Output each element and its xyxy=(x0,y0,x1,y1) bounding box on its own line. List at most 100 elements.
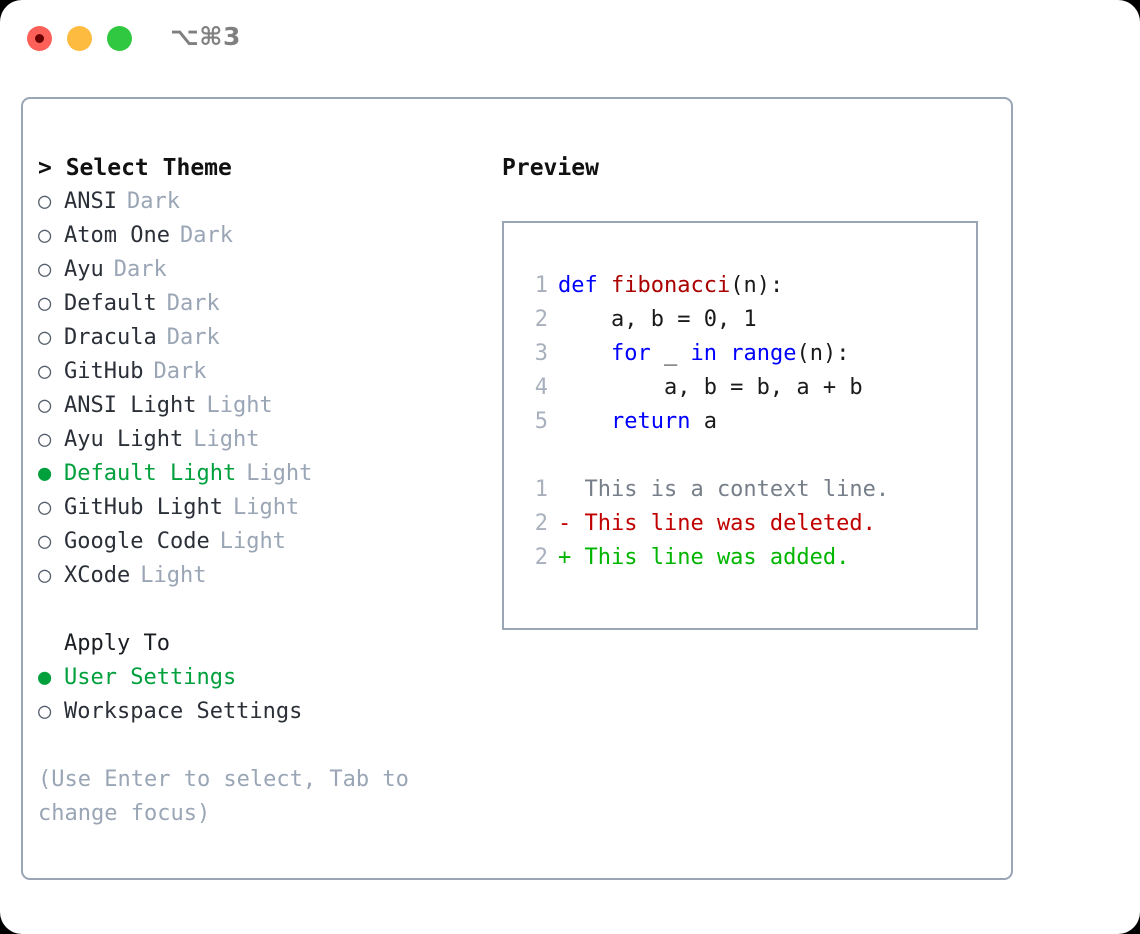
window-titlebar: ⌥⌘3 xyxy=(0,0,1140,78)
code-line: 3 for _ in range(n): xyxy=(520,337,968,371)
code-token: fibonacci xyxy=(610,273,731,298)
code-line-number: 2 xyxy=(534,307,548,332)
code-line-content: def fibonacci(n): xyxy=(558,269,783,303)
diff-line-number: 2 xyxy=(534,545,548,570)
code-line: 1 def fibonacci(n): xyxy=(520,269,968,303)
theme-list-item[interactable]: ○ Ayu Light Light xyxy=(38,423,498,457)
theme-variant-tag: Light xyxy=(193,427,260,452)
theme-name-label: Ayu Light xyxy=(64,427,184,452)
code-token: def xyxy=(558,273,611,298)
radio-unselected-icon: ○ xyxy=(38,495,52,520)
code-line-content: a, b = b, a + b xyxy=(558,371,863,405)
theme-list-item[interactable]: ○ GitHub Light Light xyxy=(38,491,498,525)
keyboard-hint-text: (Use Enter to select, Tab to change focu… xyxy=(38,767,423,826)
diff-line: 1 This is a context line. xyxy=(520,473,968,507)
close-window-icon[interactable] xyxy=(27,26,52,51)
theme-name-label: Default Light xyxy=(64,461,237,486)
code-token: range xyxy=(730,341,797,366)
code-token: for xyxy=(610,341,651,366)
theme-variant-tag: Light xyxy=(219,529,286,554)
radio-selected-icon: ● xyxy=(38,665,52,690)
preview-heading: Preview xyxy=(502,155,599,181)
apply-to-section: Apply To ● User Settings ○ Workspace Settin… xyxy=(38,627,498,729)
code-line-number: 3 xyxy=(534,341,548,366)
code-diff-separator xyxy=(520,439,968,473)
keyboard-shortcut-label: ⌥⌘3 xyxy=(170,22,241,51)
radio-selected-icon: ● xyxy=(38,461,52,486)
diff-line-number: 2 xyxy=(534,511,548,536)
code-line-content: return a xyxy=(558,405,717,439)
radio-unselected-icon: ○ xyxy=(38,427,52,452)
theme-list-item[interactable]: ○ XCode Light xyxy=(38,559,498,593)
code-line-number: 1 xyxy=(534,273,548,298)
apply-to-option[interactable]: ● User Settings xyxy=(38,661,498,695)
radio-unselected-icon: ○ xyxy=(38,359,52,384)
maximize-window-icon[interactable] xyxy=(107,26,132,51)
diff-line-content: + This line was added. xyxy=(558,545,850,570)
radio-unselected-icon: ○ xyxy=(38,393,52,418)
code-token: a, b = 0, 1 xyxy=(558,307,757,332)
code-token: (n): xyxy=(796,341,850,366)
code-line-content: for _ in range(n): xyxy=(558,337,849,371)
apply-to-option-label: Workspace Settings xyxy=(64,699,303,724)
code-token: return xyxy=(610,409,691,434)
theme-name-label: Atom One xyxy=(64,223,170,248)
theme-variant-tag: Light xyxy=(140,563,207,588)
radio-unselected-icon: ○ xyxy=(38,699,52,724)
theme-name-label: XCode xyxy=(64,563,131,588)
code-token: a xyxy=(690,409,717,434)
code-line-content: a, b = 0, 1 xyxy=(558,303,757,337)
radio-unselected-icon: ○ xyxy=(38,189,52,214)
theme-variant-tag: Light xyxy=(206,393,273,418)
theme-list-item[interactable]: ○ ANSI Light Light xyxy=(38,389,498,423)
apply-to-option-label: User Settings xyxy=(64,665,237,690)
theme-variant-tag: Dark xyxy=(166,291,220,316)
code-token xyxy=(558,409,611,434)
code-token: (n): xyxy=(730,273,784,298)
apply-to-heading: Apply To xyxy=(64,631,170,656)
code-line-number: 4 xyxy=(534,375,548,400)
diff-line: 2 + This line was added. xyxy=(520,541,968,575)
select-theme-heading: > Select Theme xyxy=(38,155,232,181)
minimize-window-icon[interactable] xyxy=(67,26,92,51)
theme-name-label: ANSI Light xyxy=(64,393,197,418)
diff-line: 2 - This line was deleted. xyxy=(520,507,968,541)
theme-name-label: Default xyxy=(64,291,157,316)
code-line: 4 a, b = b, a + b xyxy=(520,371,968,405)
theme-variant-tag: Light xyxy=(246,461,313,486)
radio-unselected-icon: ○ xyxy=(38,563,52,588)
code-line: 5 return a xyxy=(520,405,968,439)
theme-variant-tag: Dark xyxy=(153,359,207,384)
apply-to-option[interactable]: ○ Workspace Settings xyxy=(38,695,498,729)
theme-list-item[interactable]: ○ ANSI Dark xyxy=(38,185,498,219)
radio-unselected-icon: ○ xyxy=(38,529,52,554)
theme-name-label: GitHub Light xyxy=(64,495,223,520)
radio-unselected-icon: ○ xyxy=(38,325,52,350)
diff-line-content: This is a context line. xyxy=(558,477,890,502)
code-token: a, b = b, a + b xyxy=(558,375,863,400)
theme-name-label: ANSI xyxy=(64,189,117,214)
code-token xyxy=(717,341,730,366)
code-line: 2 a, b = 0, 1 xyxy=(520,303,968,337)
theme-name-label: Ayu xyxy=(64,257,104,282)
apply-to-options: ● User Settings ○ Workspace Settings xyxy=(38,661,498,729)
diff-line-number: 1 xyxy=(534,477,548,502)
theme-variant-tag: Light xyxy=(232,495,300,520)
theme-variant-tag: Dark xyxy=(179,223,233,248)
code-token xyxy=(558,341,611,366)
diff-line-content: - This line was deleted. xyxy=(558,511,876,536)
theme-list-item[interactable]: ● Default Light Light xyxy=(38,457,498,491)
theme-variant-tag: Dark xyxy=(126,189,180,214)
